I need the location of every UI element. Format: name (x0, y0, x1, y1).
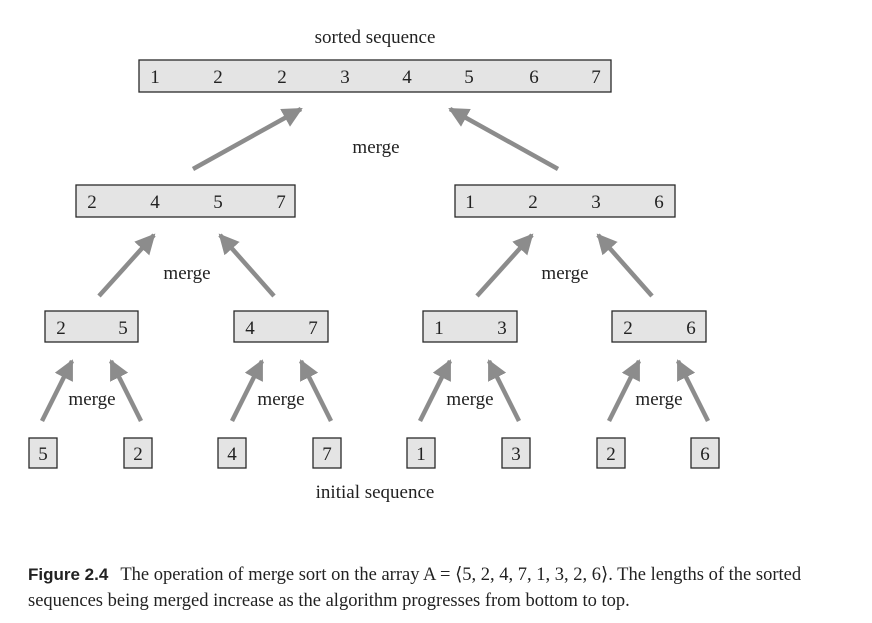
single-array: 7 (312, 437, 342, 469)
merge-arrow (298, 359, 334, 423)
merge-label: merge (352, 137, 399, 158)
merge-label: merge (163, 263, 210, 284)
sorted-cell: 5 (464, 67, 474, 88)
array-cell: 4 (227, 444, 237, 465)
array-cell: 5 (38, 444, 48, 465)
merge-arrow (417, 359, 453, 423)
sorted-cell: 6 (529, 67, 539, 88)
initial-sequence-label: initial sequence (316, 482, 435, 503)
merge-sort-diagram: sorted sequence 1 2 2 3 4 5 6 7 merge 2 … (28, 27, 720, 503)
array-cell: 5 (118, 318, 128, 339)
array-cell: 2 (623, 318, 633, 339)
array-cell: 6 (700, 444, 710, 465)
array-cell: 3 (497, 318, 507, 339)
merge-arrow (39, 359, 75, 423)
merge-arrow (486, 359, 522, 423)
sorted-cell: 2 (213, 67, 223, 88)
array-cell: 6 (686, 318, 696, 339)
merge-arrow (596, 233, 654, 298)
merge-label: merge (257, 389, 304, 410)
array-cell: 3 (591, 192, 601, 213)
array-cell: 2 (87, 192, 97, 213)
merge-arrow (218, 233, 276, 298)
array-cell: 7 (276, 192, 286, 213)
sorted-cell: 3 (340, 67, 350, 88)
merge-label: merge (68, 389, 115, 410)
figure-number: Figure 2.4 (28, 565, 109, 584)
array-cell: 1 (465, 192, 475, 213)
pair-array: 2 5 (44, 310, 139, 343)
sorted-cell: 4 (402, 67, 412, 88)
merged-array-right: 1 2 3 6 (454, 184, 676, 218)
array-cell: 6 (654, 192, 664, 213)
merge-arrow (675, 359, 711, 423)
single-array: 4 (217, 437, 247, 469)
single-array: 2 (596, 437, 626, 469)
array-cell: 7 (308, 318, 318, 339)
array-cell: 1 (416, 444, 426, 465)
sorted-sequence-label: sorted sequence (315, 27, 436, 48)
array-cell: 1 (434, 318, 444, 339)
array-cell: 3 (511, 444, 521, 465)
sorted-cell: 7 (591, 67, 601, 88)
array-cell: 2 (133, 444, 143, 465)
pair-array: 4 7 (233, 310, 329, 343)
single-array: 3 (501, 437, 531, 469)
merge-arrow (229, 359, 265, 423)
single-array: 1 (406, 437, 436, 469)
merge-arrow (191, 107, 303, 171)
array-cell: 4 (245, 318, 255, 339)
single-array: 5 (28, 437, 58, 469)
array-cell: 2 (606, 444, 616, 465)
merge-arrow (108, 359, 144, 423)
merge-arrow (448, 107, 560, 171)
array-cell: 5 (213, 192, 223, 213)
merge-arrow (606, 359, 642, 423)
array-cell: 2 (528, 192, 538, 213)
merge-label: merge (446, 389, 493, 410)
array-cell: 2 (56, 318, 66, 339)
array-cell: 4 (150, 192, 160, 213)
merge-label: merge (635, 389, 682, 410)
single-array: 2 (123, 437, 153, 469)
sorted-cell: 1 (150, 67, 160, 88)
caption-text: The operation of merge sort on the array… (28, 565, 802, 611)
single-array: 6 (690, 437, 720, 469)
merge-label: merge (541, 263, 588, 284)
pair-array: 2 6 (611, 310, 707, 343)
array-cell: 7 (322, 444, 332, 465)
merged-array-left: 2 4 5 7 (75, 184, 296, 218)
sorted-cell: 2 (277, 67, 287, 88)
merge-arrow (475, 233, 534, 298)
pair-array: 1 3 (422, 310, 518, 343)
merge-arrow (97, 233, 156, 298)
sorted-array: 1 2 2 3 4 5 6 7 (138, 59, 612, 93)
